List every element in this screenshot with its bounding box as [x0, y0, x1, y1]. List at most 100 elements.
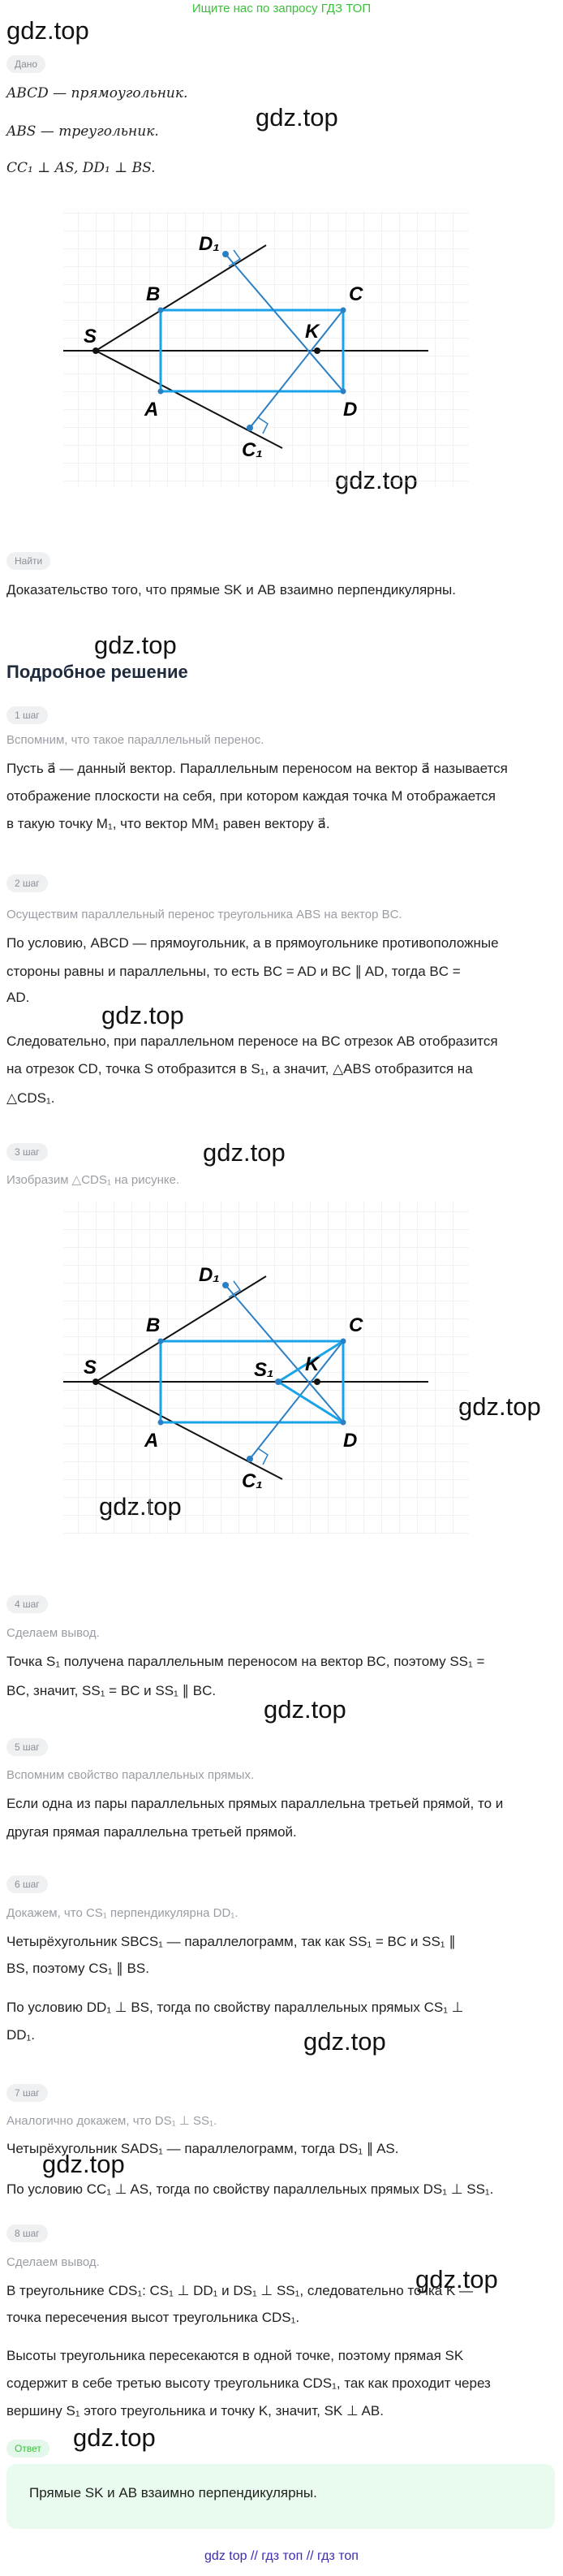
step-2-line-6: △CDS₁.: [6, 1090, 55, 1106]
point-a: [157, 388, 164, 395]
grid-background: [63, 211, 469, 487]
step-1-line-3: в такую точку M₁, что вектор MM₁ равен в…: [6, 816, 330, 831]
label-k: K: [305, 1353, 320, 1375]
label-s1: S₁: [254, 1359, 273, 1381]
point-s: [92, 1379, 99, 1385]
watermark: gdz.top: [256, 103, 338, 132]
label-k: K: [305, 321, 320, 343]
step-7-badge: 7 шаг: [6, 2084, 48, 2102]
step-2-line-4: Следовательно, при параллельном переносе…: [6, 1033, 498, 1049]
step-6-hint: Докажем, что CS₁ перпендикулярна DD₁.: [6, 1906, 239, 1920]
point-k: [314, 347, 320, 354]
point-c: [340, 1338, 346, 1344]
watermark: gdz.top: [458, 1392, 541, 1421]
answer-text: Прямые SK и AB взаимно перпендикулярны.: [29, 2485, 317, 2500]
step-4-hint: Сделаем вывод.: [6, 1626, 100, 1640]
label-c: C: [349, 1314, 363, 1336]
point-s1: [275, 1379, 282, 1385]
watermark: gdz.top: [203, 1138, 286, 1167]
label-d1: D₁: [199, 1264, 220, 1286]
label-c1: C₁: [242, 439, 263, 461]
label-b: B: [146, 283, 160, 305]
line-sb: [95, 244, 267, 352]
watermark: gdz.top: [415, 2265, 498, 2293]
find-badge: Найти: [6, 552, 51, 570]
step-4-line-1: Точка S₁ получена параллельным переносом…: [6, 1654, 485, 1669]
watermark: gdz.top: [94, 631, 177, 659]
label-b: B: [146, 1314, 160, 1336]
step-1-line-1: Пусть a⃗ — данный вектор. Параллельным п…: [6, 761, 508, 776]
point-a: [157, 1419, 164, 1426]
line-sa: [95, 1381, 283, 1480]
label-d1: D₁: [199, 233, 220, 255]
step-2-line-2: стороны равны и параллельны, то есть BC …: [6, 964, 461, 979]
line-sa: [95, 350, 283, 449]
step-6-line-4: DD₁.: [6, 2027, 36, 2043]
segment-cc1: [249, 1340, 344, 1460]
segment-s1c: [277, 1340, 344, 1383]
right-angle-d1: [228, 1280, 242, 1298]
step-3-hint: Изобразим △CDS₁ на рисунке.: [6, 1173, 180, 1187]
point-d: [340, 388, 346, 395]
step-6-line-3: По условию DD₁ ⊥ BS, тогда по свойству п…: [6, 2000, 464, 2015]
step-4-badge: 4 шаг: [6, 1595, 48, 1613]
label-d: D: [343, 1430, 357, 1452]
point-b: [157, 1338, 164, 1344]
find-text: Доказательство того, что прямые SK и AB …: [6, 582, 456, 598]
label-d: D: [343, 399, 357, 421]
step-4-line-2: BC, значит, SS₁ = BC и SS₁ ∥ BC.: [6, 1683, 217, 1698]
point-d1: [222, 1282, 229, 1288]
step-8-line-5: вершину S₁ этого треугольника и точку K,…: [6, 2403, 384, 2419]
step-8-line-1: В треугольнике CDS₁: CS₁ ⊥ DD₁ и DS₁ ⊥ S…: [6, 2283, 474, 2298]
step-7-hint: Аналогично докажем, что DS₁ ⊥ SS₁.: [6, 2114, 217, 2128]
rectangle-abcd: [159, 309, 345, 393]
watermark: gdz.top: [264, 1695, 346, 1724]
step-5-line-2: другая прямая параллельна третьей прямой…: [6, 1824, 297, 1840]
right-angle-d1: [228, 249, 242, 267]
search-banner[interactable]: Ищите нас по запросу ГДЗ ТОП: [191, 2, 372, 15]
given-line-1: ABCD — прямоугольник.: [6, 85, 188, 101]
point-b: [157, 307, 164, 313]
label-a: A: [144, 1430, 158, 1452]
step-8-line-2: точка пересечения высот треугольника CDS…: [6, 2310, 300, 2325]
step-2-line-1: По условию, ABCD — прямоугольник, а в пр…: [6, 935, 499, 951]
line-sb: [95, 1275, 267, 1383]
step-2-line-3: AD.: [6, 990, 30, 1005]
watermark: gdz.top: [73, 2423, 156, 2452]
step-1-line-2: отображение плоскости на себя, при котор…: [6, 788, 496, 804]
label-c: C: [349, 283, 363, 305]
given-line-3: CC₁ ⊥ AS, DD₁ ⊥ BS.: [6, 160, 156, 176]
point-c1: [247, 425, 253, 431]
segment-dd1: [225, 253, 344, 392]
watermark: gdz.top: [303, 2027, 386, 2056]
label-a: A: [144, 399, 158, 421]
step-5-line-1: Если одна из пары параллельных прямых па…: [6, 1796, 504, 1811]
point-c: [340, 307, 346, 313]
step-1-hint: Вспомним, что такое параллельный перенос…: [6, 733, 264, 747]
given-line-2: ABS — треугольник.: [6, 123, 159, 140]
step-3-badge: 3 шаг: [6, 1143, 48, 1161]
watermark: gdz.top: [42, 2150, 125, 2178]
rectangle-abcd: [159, 1340, 345, 1424]
step-8-badge: 8 шаг: [6, 2224, 48, 2242]
answer-badge: Ответ: [6, 2440, 49, 2457]
step-7-line-1: Четырёхугольник SADS₁ — параллелограмм, …: [6, 2141, 399, 2156]
footer-links[interactable]: gdz top // гдз топ // гдз топ: [204, 2549, 359, 2563]
right-angle-c1: [257, 1448, 269, 1465]
label-s: S: [84, 1357, 97, 1379]
point-d1: [222, 251, 229, 257]
step-5-hint: Вспомним свойство параллельных прямых.: [6, 1768, 255, 1782]
point-s: [92, 347, 99, 354]
segment-cc1: [249, 309, 344, 429]
step-2-hint: Осуществим параллельный перенос треуголь…: [6, 908, 402, 921]
step-8-line-4: содержит в себе третью высоту треугольни…: [6, 2375, 491, 2391]
step-8-hint: Сделаем вывод.: [6, 2255, 100, 2269]
step-5-badge: 5 шаг: [6, 1738, 48, 1756]
step-2-badge: 2 шаг: [6, 874, 48, 892]
step-7-line-2: По условию CC₁ ⊥ AS, тогда по свойству п…: [6, 2181, 494, 2197]
label-c1: C₁: [242, 1470, 263, 1492]
step-6-line-2: BS, поэтому CS₁ ∥ BS.: [6, 1961, 149, 1976]
figure-translated-triangle: S B A C D K S₁ D₁ C₁: [63, 1202, 469, 1534]
label-s: S: [84, 326, 97, 347]
point-c1: [247, 1456, 253, 1462]
